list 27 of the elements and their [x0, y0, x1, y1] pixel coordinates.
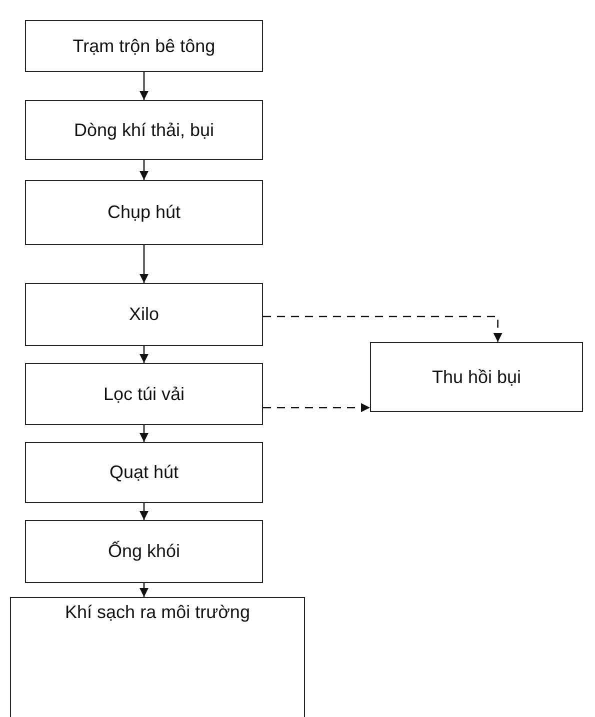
- box-label: Dòng khí thải, bụi: [74, 120, 214, 140]
- arrow: [140, 245, 148, 283]
- arrow: [140, 425, 148, 442]
- process-box: [25, 20, 263, 72]
- box-label: Lọc túi vải: [103, 384, 185, 404]
- process-box: [25, 442, 263, 503]
- process-box: [25, 363, 263, 425]
- dashed-arrow: [263, 403, 370, 412]
- process-box: [25, 283, 263, 346]
- process-box: [10, 597, 305, 717]
- box-label: Xilo: [128, 304, 159, 325]
- arrow: [140, 583, 148, 597]
- box-label: Quạt hút: [109, 462, 179, 483]
- process-box: [25, 520, 263, 583]
- arrow: [140, 72, 148, 100]
- arrow: [140, 503, 148, 520]
- box-label: Chụp hút: [107, 202, 181, 223]
- box-label: Khí sạch ra môi trường: [65, 602, 250, 623]
- box-label: Thu hồi bụi: [432, 366, 522, 388]
- process-box: [370, 342, 583, 412]
- process-box: [25, 180, 263, 245]
- box-label: Trạm trộn bê tông: [72, 36, 216, 56]
- process-box: [25, 100, 263, 160]
- arrow: [140, 346, 148, 363]
- box-label: Ống khói: [108, 541, 180, 562]
- dashed-arrow: [263, 316, 502, 342]
- arrow: [140, 160, 148, 180]
